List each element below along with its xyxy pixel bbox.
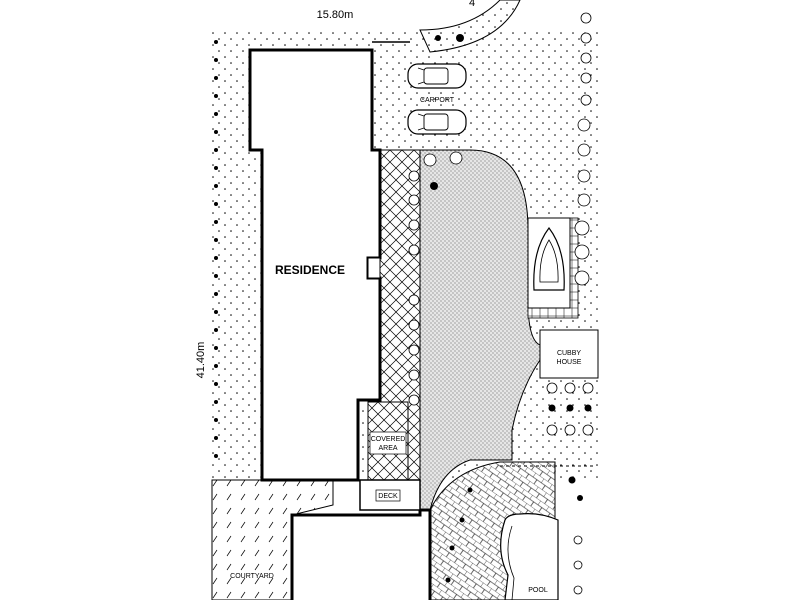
corner-dimension-label: 4 (469, 0, 475, 9)
residence-label: RESIDENCE (275, 263, 345, 277)
covered-area-label-box (369, 431, 407, 455)
left-boundary-hedge (214, 40, 218, 458)
strip-shrubs (408, 151, 463, 406)
curved-garden-bed (419, 0, 521, 53)
car-icon (407, 109, 467, 135)
cubby-house-label-2: HOUSE (557, 359, 582, 366)
car-icon (407, 63, 467, 89)
length-dimension-label: 41.40m (195, 342, 207, 379)
covered-area-label-2: AREA (378, 445, 397, 452)
covered-area-label-1: COVERED (371, 436, 406, 443)
pool-label: POOL (528, 587, 548, 594)
flower-clusters (430, 34, 592, 583)
deck-label-box (375, 489, 401, 502)
pool (500, 513, 559, 600)
carport-label: CARPORT (420, 97, 455, 104)
deck-label: DECK (378, 493, 398, 500)
cubby-house-label-1: CUBBY (557, 350, 581, 357)
entry-step (367, 257, 381, 279)
residence-outline (248, 48, 382, 482)
width-dimension-label: 15.80m (317, 9, 354, 21)
cubby-house (539, 329, 599, 379)
yard-shrubs (546, 382, 594, 595)
courtyard-label: COURTYARD (230, 573, 274, 580)
pool-inner-edge (507, 525, 515, 600)
carport-slab (372, 40, 600, 150)
boat-icon (527, 217, 571, 309)
lower-building (290, 508, 432, 600)
right-boundary-shrubs (574, 12, 592, 286)
